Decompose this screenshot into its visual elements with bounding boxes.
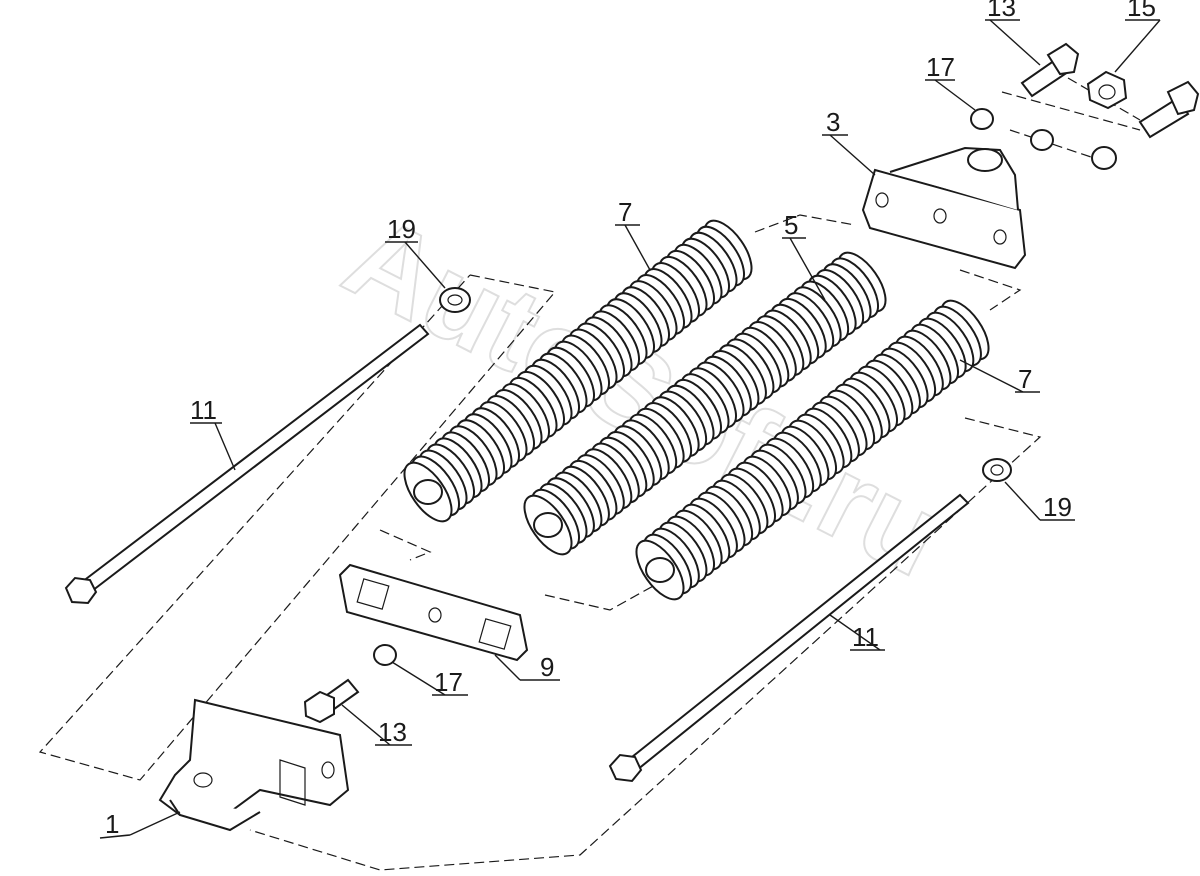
spring-5-center <box>523 251 887 556</box>
callout-1: 1 <box>105 809 119 839</box>
washer-17-bottom <box>373 644 397 666</box>
callout-7-left: 7 <box>618 197 632 227</box>
bolt-13-top-right <box>1138 80 1200 139</box>
spring-7-left <box>403 219 753 523</box>
callout-11-right: 11 <box>852 622 879 652</box>
callout-3: 3 <box>826 107 840 137</box>
spring-end-cap <box>533 512 563 538</box>
leader-lines <box>99 19 1161 839</box>
bolt-13-top <box>1020 42 1080 98</box>
callout-19-bottom: 19 <box>1043 492 1072 522</box>
callout-9: 9 <box>540 652 554 682</box>
callout-13-top: 13 <box>987 0 1016 22</box>
plate-9 <box>338 563 529 662</box>
callout-13-bottom: 13 <box>378 717 407 747</box>
tie-rod-right <box>608 493 970 783</box>
callout-17-bottom: 17 <box>434 667 463 697</box>
washer-19-right <box>982 458 1012 482</box>
bolt-13-bottom <box>303 678 360 724</box>
callout-15: 15 <box>1127 0 1156 22</box>
callout-labels: 1 3 5 7 7 9 11 11 13 13 15 17 17 19 19 <box>105 0 1156 839</box>
bracket-3 <box>861 146 1027 270</box>
assembly-dashed-lines <box>38 77 1141 871</box>
washer-19-left <box>439 287 471 313</box>
callout-7-right: 7 <box>1018 364 1032 394</box>
spring-7-right <box>635 299 990 601</box>
nut-15 <box>1086 70 1128 110</box>
bracket-1 <box>158 698 350 832</box>
callout-5: 5 <box>784 210 798 240</box>
callout-17-top: 17 <box>926 52 955 82</box>
spring-end-cap <box>645 557 675 583</box>
washers-17-top <box>970 108 1117 170</box>
tie-rod-left <box>64 323 430 605</box>
callout-19-top: 19 <box>387 214 416 244</box>
spring-end-cap <box>413 479 443 505</box>
callout-11-left: 11 <box>190 395 217 425</box>
